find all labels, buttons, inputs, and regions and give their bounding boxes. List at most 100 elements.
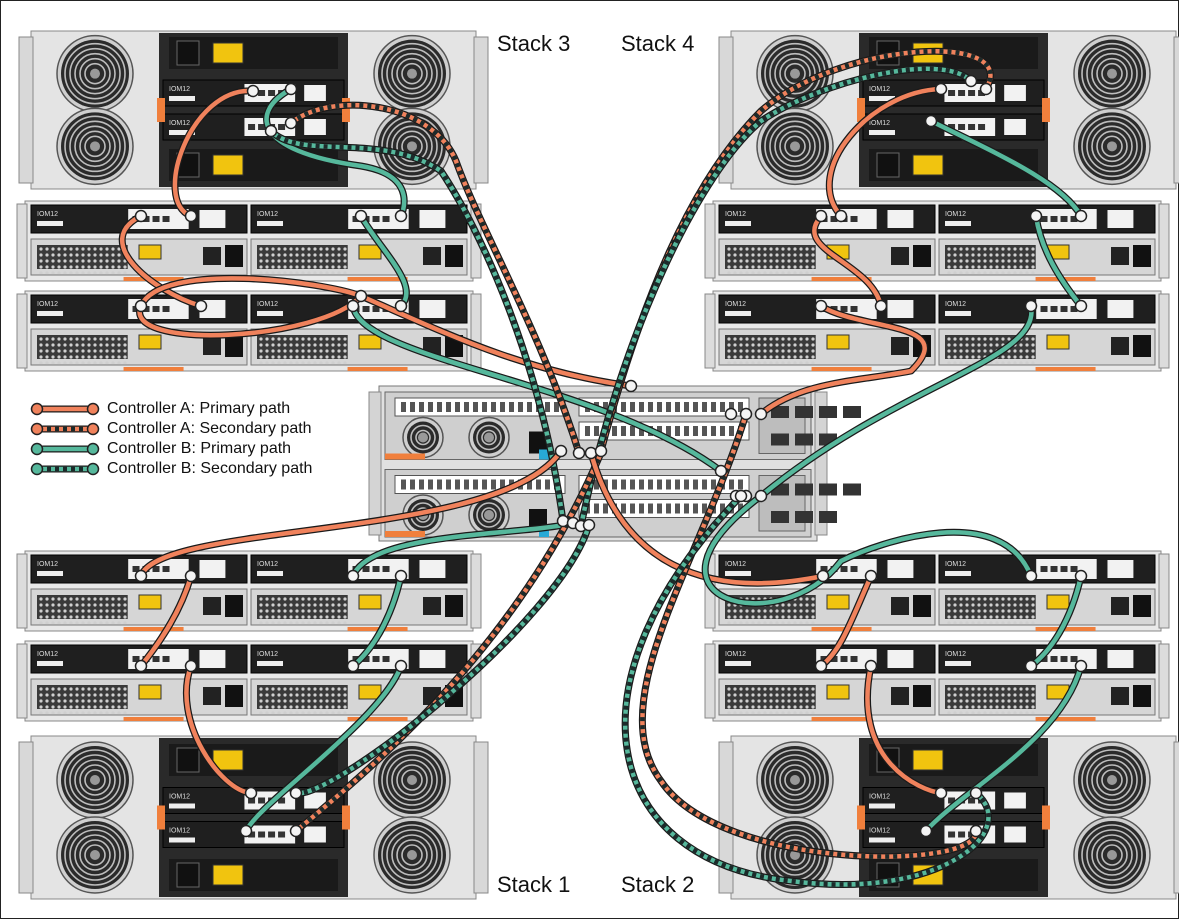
fan-hub — [1107, 849, 1117, 860]
vent-hole — [995, 247, 999, 251]
vent-hole — [307, 711, 311, 715]
vent-hole — [1031, 349, 1035, 353]
fan-grille — [1091, 52, 1133, 95]
vent-hole — [793, 699, 797, 703]
vent-hole — [971, 355, 975, 359]
vent-hole — [69, 687, 73, 691]
vent-hole — [295, 603, 299, 607]
vent-hole — [1019, 705, 1023, 709]
iom-label: IOM12 — [257, 651, 278, 658]
power-inlet — [1133, 595, 1151, 617]
cable-body — [758, 303, 1034, 499]
handle — [857, 805, 865, 830]
sas-port — [1060, 306, 1068, 312]
vent-hole — [63, 603, 67, 607]
sas-port — [382, 216, 390, 222]
vent-hole — [787, 705, 791, 709]
vent-hole — [51, 349, 55, 353]
vent-hole — [787, 615, 791, 619]
vent-hole — [277, 247, 281, 251]
slot-vent — [720, 426, 725, 436]
vent-hole — [51, 265, 55, 269]
vent-hole — [971, 343, 975, 347]
vent-hole — [995, 687, 999, 691]
vent-hole — [301, 265, 305, 269]
cable-body — [865, 663, 944, 796]
vent-hole — [733, 265, 737, 269]
slot-vent — [720, 503, 725, 514]
vent-hole — [105, 361, 109, 365]
vent-hole — [947, 265, 951, 269]
vent-hole — [69, 609, 73, 613]
b-primary-stack1-to-ctrl — [349, 519, 577, 580]
vent-hole — [811, 711, 815, 715]
slot-vent — [639, 503, 644, 514]
vent-hole — [739, 699, 743, 703]
vent-hole — [259, 609, 263, 613]
vent-hole — [265, 711, 269, 715]
slot-vent — [464, 402, 469, 412]
vent-hole — [57, 259, 61, 263]
sas-port — [968, 124, 976, 130]
vent-hole — [787, 259, 791, 263]
vent-hole — [117, 621, 121, 625]
vent-hole — [805, 699, 809, 703]
warning-icon — [212, 42, 244, 64]
warning-icon — [358, 334, 382, 350]
slot-vent — [702, 426, 707, 436]
vent-hole — [331, 693, 335, 697]
vent-hole — [57, 361, 61, 365]
iom-tag — [725, 571, 751, 576]
status-panel — [887, 210, 914, 228]
sas-port — [1050, 656, 1058, 662]
vent-hole — [331, 349, 335, 353]
vent-hole — [727, 361, 731, 365]
vent-hole — [57, 621, 61, 625]
iom-label: IOM12 — [169, 794, 190, 801]
vent-hole — [265, 693, 269, 697]
iom-tag — [869, 130, 895, 135]
vent-hole — [983, 337, 987, 341]
vent-hole — [989, 603, 993, 607]
vent-hole — [87, 711, 91, 715]
swatch-connector — [86, 442, 100, 456]
vent-hole — [325, 265, 329, 269]
vent-hole — [793, 615, 797, 619]
vent-hole — [989, 361, 993, 365]
sas-port — [771, 433, 789, 446]
slot-vent — [657, 503, 662, 514]
vent-hole — [313, 609, 317, 613]
vent-hole — [1001, 247, 1005, 251]
vent-hole — [271, 259, 275, 263]
vent-hole — [295, 597, 299, 601]
fan-grille — [1086, 754, 1138, 806]
vent-hole — [75, 349, 79, 353]
vent-hole — [39, 615, 43, 619]
vent-hole — [277, 597, 281, 601]
iom-tag — [169, 96, 195, 101]
vent-hole — [123, 361, 127, 365]
vent-hole — [93, 259, 97, 263]
vent-hole — [57, 609, 61, 613]
vent-hole — [793, 349, 797, 353]
b-secondary-stack1 — [292, 521, 593, 797]
latch — [347, 277, 408, 281]
vent-hole — [105, 271, 109, 275]
cable-connector — [239, 824, 253, 838]
vent-hole — [775, 247, 779, 251]
vent-hole — [757, 349, 761, 353]
vent-hole — [1031, 343, 1035, 347]
vent-hole — [301, 711, 305, 715]
power-switch — [1111, 687, 1129, 705]
vent-hole — [87, 705, 91, 709]
b-primary-stack4-2 — [1032, 212, 1085, 310]
vent-hole — [69, 621, 73, 625]
vent-hole — [959, 687, 963, 691]
vent-hole — [947, 687, 951, 691]
vent-hole — [745, 693, 749, 697]
fan-grille — [84, 135, 106, 158]
power-inlet — [225, 685, 243, 707]
vent-hole — [319, 687, 323, 691]
vent-hole — [1007, 265, 1011, 269]
